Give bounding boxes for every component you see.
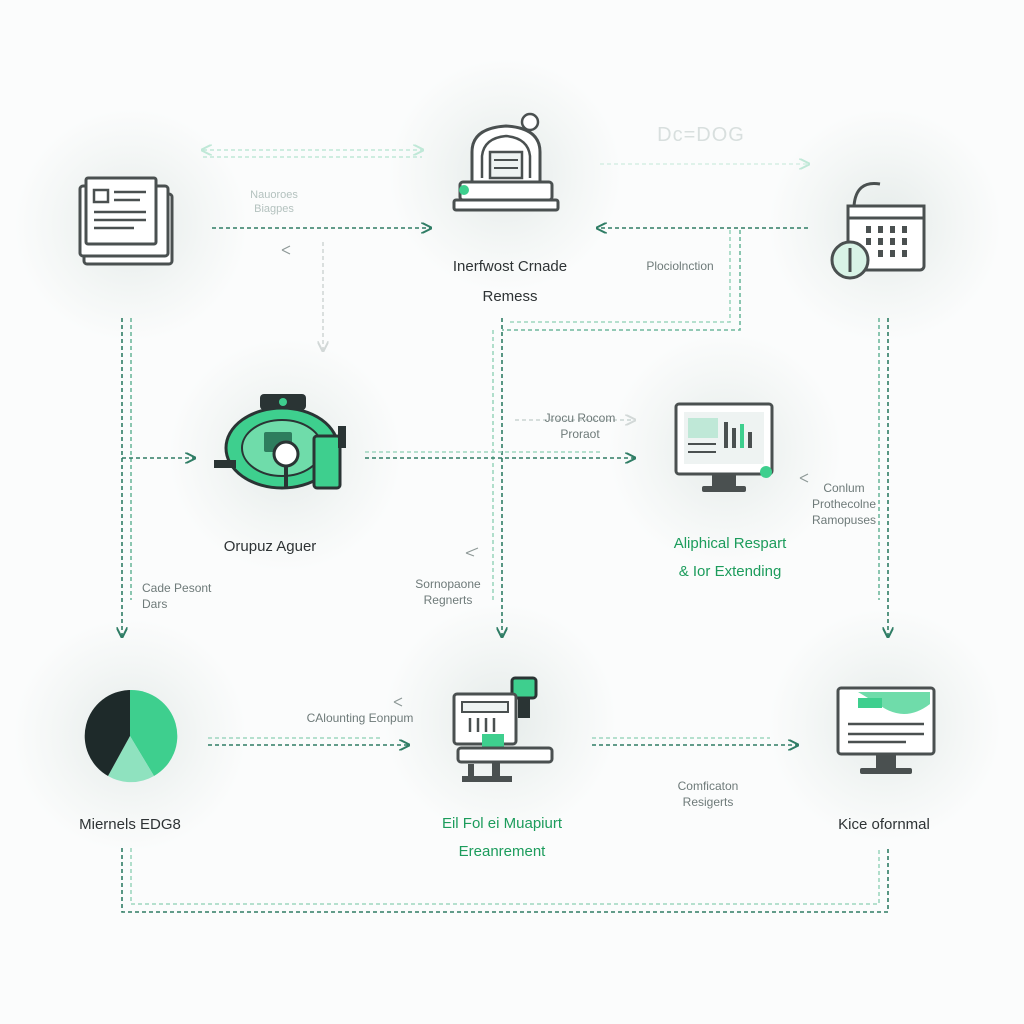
edge-label-center-vertical: Sornopaone Regnerts [398, 576, 498, 608]
calendar-icon [830, 181, 926, 280]
edge-label-mid-center: Jrocu Rocom Proraot [520, 410, 640, 442]
node-label-line: Inerfwost Crnade [452, 258, 568, 275]
node-label-top-center: Inerfwost Crnade Remess [400, 252, 620, 312]
edge-label-faint-top-right: Dc=DOG [657, 124, 745, 146]
pie-chart-icon [84, 689, 178, 783]
edge-label-line: Prothecolne [811, 497, 877, 511]
node-label-line: Aliphical Respart [673, 535, 787, 552]
edge-label-line: Comficaton [677, 779, 739, 793]
edge-label-line: Jrocu Rocom [544, 411, 616, 425]
document-stack-icon [78, 176, 174, 266]
node-label-bottom-left: Miernels EDG8 [79, 816, 181, 833]
edge-label-line: Ramopuses [811, 513, 877, 527]
edge-label-line: Sornopaone [415, 577, 481, 591]
edge-label-line: Biagpes [254, 203, 294, 215]
node-label-line: Remess [482, 288, 538, 305]
monitor-dashboard-icon [674, 402, 774, 492]
edge-label-line: Nauoroes [250, 189, 298, 201]
edge-label-left-vertical: Cade Pesont Dars [142, 580, 226, 612]
edge-label-bottom-right: Comficaton Resigerts [660, 778, 756, 810]
node-label-bottom-center: Eil Fol ei Muapiurt Ereanrement [400, 810, 604, 866]
node-label-middle-left: Orupuz Aguer [223, 538, 317, 555]
edge-label-line: Proraot [560, 427, 600, 441]
edge-label-line: Regnerts [423, 593, 473, 607]
agent-gear-icon [214, 394, 346, 490]
edge-label-right-vertical: Conlum Prothecolne Ramopuses [804, 480, 884, 528]
edge-label-top-left: Nauoroes Biagpes [228, 188, 320, 216]
edge-label-line: Cade Pesont [142, 581, 212, 595]
printer-station-icon [452, 676, 554, 782]
edge-label-line: Conlum [823, 481, 865, 495]
edge-label-top-right: Plociolnction [646, 259, 714, 273]
node-label-line: & Ior Extending [678, 563, 782, 580]
edge-label-line: Resigerts [682, 795, 734, 809]
terminal-monitor-icon [836, 686, 936, 774]
node-label-middle-right: Aliphical Respart & Ior Extending [630, 530, 830, 586]
node-label-line: Eil Fol ei Muapiurt [441, 815, 563, 832]
edge-label-line: Dars [142, 597, 168, 611]
loop-line-bottom [121, 848, 889, 913]
edge-label-bottom-left: CAlounting Eonpum [306, 711, 414, 725]
machine-hub-icon [452, 112, 560, 212]
node-label-bottom-right: Kice ofornmal [838, 816, 930, 833]
node-label-line: Ereanrement [458, 843, 546, 860]
